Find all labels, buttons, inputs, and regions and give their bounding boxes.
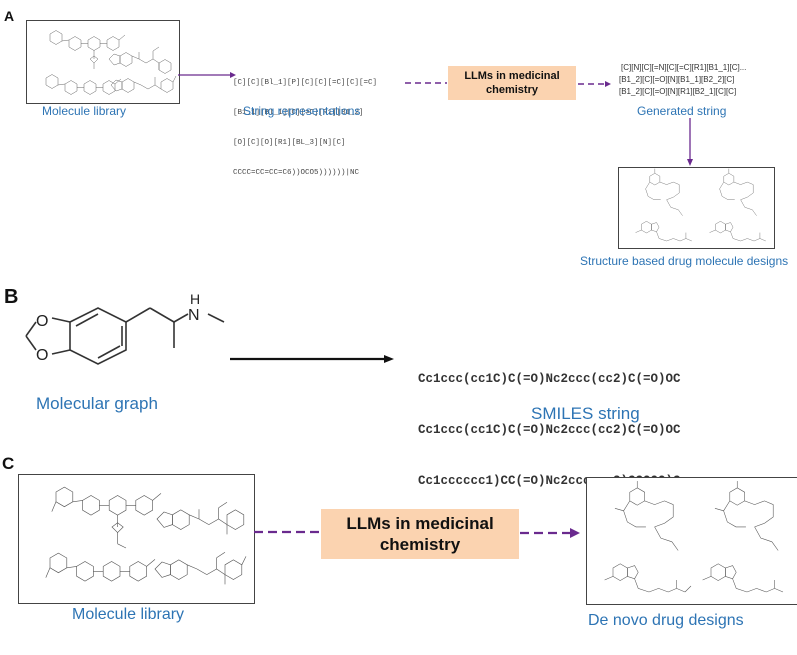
- designed-molecules-icon: [604, 481, 784, 593]
- string-rep-line: [C][C][Bl_1][P][C][C][=C][C][=C]: [233, 79, 378, 87]
- panel-a-arrow-down: [687, 118, 693, 166]
- panel-b-arrow: [230, 355, 394, 363]
- panel-a-molecule-library-box: [26, 20, 180, 104]
- hydrogen-atom-label: H: [190, 291, 200, 307]
- llm-label-line1: LLMs in medicinal: [464, 70, 560, 82]
- panel-b-letter: B: [4, 286, 19, 308]
- panel-c-molecule-library-box: [18, 474, 255, 604]
- panel-a-string-representations-label: String representations: [243, 104, 361, 118]
- panel-c-molecule-library-label: Molecule library: [72, 606, 185, 623]
- panel-a-string-representations: [C][C][Bl_1][P][C][C][=C][C][=C] [B1_1][…: [233, 58, 377, 188]
- panel-c-dashed-connector-left: [254, 530, 320, 534]
- panel-a-letter: A: [4, 8, 15, 24]
- panel-a-dashed-connector-left: [405, 82, 447, 84]
- llm-label-line2: chemistry: [379, 535, 461, 554]
- panel-c-designs-label: De novo drug designs: [588, 612, 744, 629]
- panel-a-designs-label: Structure based drug molecule designs: [580, 254, 789, 268]
- nitrogen-atom-label: N: [188, 307, 200, 324]
- string-rep-line: [B1_1][Bl_1][C][=C][R1][B1_2]: [233, 109, 364, 117]
- panel-a-designs-box: [618, 167, 775, 249]
- generated-line: [B1_2][C][=O][N][B1_1][B2_2][C]: [619, 75, 735, 84]
- oxygen-atom-label: O: [36, 313, 48, 330]
- smiles-line: Cc1ccc(cc1C)C(=O)Nc2ccc(cc2)C(=O)OC: [418, 372, 681, 386]
- string-rep-line: [O][C][O][R1][BL_3][N][C]: [233, 139, 346, 147]
- panel-c-designs-box: [586, 477, 797, 605]
- llm-label-line1: LLMs in medicinal: [346, 514, 494, 533]
- molecule-structures-icon: [45, 486, 247, 585]
- panel-a-llm-box: LLMs in medicinal chemistry: [448, 66, 576, 100]
- panel-c-llm-box: LLMs in medicinal chemistry: [321, 509, 519, 559]
- smiles-line: Cc1ccc(cc1C)C(=O)Nc2ccc(cc2)C(=O)OC: [418, 423, 681, 437]
- panel-c-dashed-arrow-right: [520, 528, 580, 538]
- panel-a-arrow-library-to-strings: [178, 72, 236, 78]
- panel-a-generated-strings: [C][N][C][=N][C][=C][R1][B1_1][C]... [B1…: [619, 62, 746, 98]
- designed-molecules-icon: [635, 168, 766, 242]
- molecule-structures-icon: [45, 30, 177, 95]
- panel-a-dashed-arrow-right: [578, 81, 611, 87]
- molecular-graph-structure: O O N H: [25, 291, 225, 365]
- panel-b-molecular-graph-label: Molecular graph: [36, 394, 158, 413]
- panel-c-letter: C: [2, 454, 15, 473]
- panel-a-molecule-library-label: Molecule library: [42, 104, 127, 118]
- generated-line: [B1_2][C][=O][N][R1][B2_1][C][C]: [619, 87, 737, 96]
- string-rep-line: CCCC=CC=CC=C6))OCO5))))))|NC: [233, 169, 360, 177]
- panel-a-generated-string-label: Generated string: [637, 104, 727, 118]
- oxygen-atom-label: O: [36, 347, 48, 364]
- llm-label-line2: chemistry: [486, 84, 538, 96]
- generated-line: [C][N][C][=N][C][=C][R1][B1_1][C]...: [621, 63, 747, 72]
- panel-b-smiles-label: SMILES string: [531, 404, 640, 423]
